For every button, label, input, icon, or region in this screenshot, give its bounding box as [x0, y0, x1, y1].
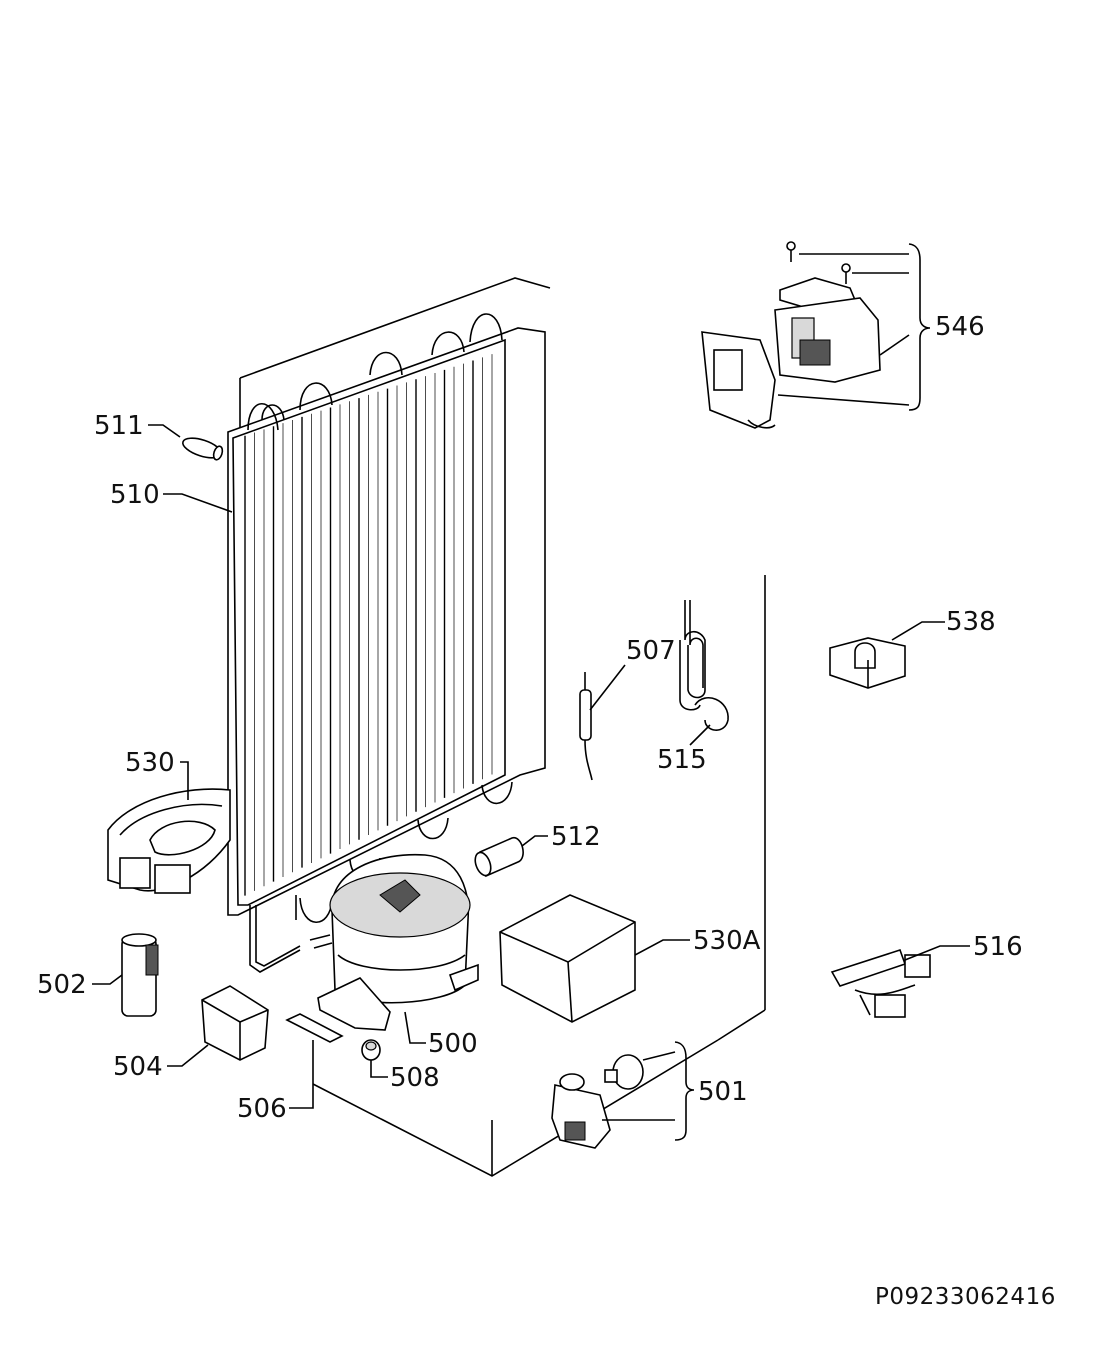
- grommet-part: [361, 1039, 381, 1061]
- callout-504: 504: [113, 1052, 163, 1082]
- cabinet-outline: [239, 277, 766, 1177]
- callout-530a: 530A: [693, 926, 761, 956]
- callout-538: 538: [946, 607, 996, 637]
- cover-box-part: [499, 894, 636, 1023]
- callout-515: 515: [657, 745, 707, 775]
- starter-relay-part: [551, 1054, 644, 1149]
- drawing-code: P09233062416: [875, 1284, 1056, 1310]
- callout-502: 502: [37, 970, 87, 1000]
- thermostat-assembly-part: [701, 241, 881, 429]
- bracket-part: [285, 1013, 344, 1043]
- callout-507: 507: [626, 636, 676, 666]
- relay-part: [201, 985, 269, 1061]
- callout-546: 546: [935, 312, 985, 342]
- condenser-part: [227, 313, 546, 973]
- clip-part: [829, 637, 906, 689]
- callout-labels: 546 511 510 507 538 515 530 512 530A 516…: [37, 312, 1023, 1124]
- callout-508: 508: [390, 1063, 440, 1093]
- sleeve-part: [474, 837, 524, 878]
- wire-harness-part: [830, 948, 931, 1018]
- callout-512: 512: [551, 822, 601, 852]
- power-cord-part: [679, 600, 729, 731]
- leader-lines: [92, 243, 970, 1141]
- callout-510: 510: [110, 480, 160, 510]
- callout-501: 501: [698, 1077, 748, 1107]
- drier-part: [182, 437, 224, 461]
- capacitor-part: [121, 933, 159, 1017]
- callout-516: 516: [973, 932, 1023, 962]
- drip-tray-part: [107, 788, 231, 894]
- callout-511: 511: [94, 411, 144, 441]
- filter-part: [579, 672, 593, 781]
- compressor-part: [309, 853, 479, 1031]
- callout-506: 506: [237, 1094, 287, 1124]
- callout-500: 500: [428, 1029, 478, 1059]
- callout-530: 530: [125, 748, 175, 778]
